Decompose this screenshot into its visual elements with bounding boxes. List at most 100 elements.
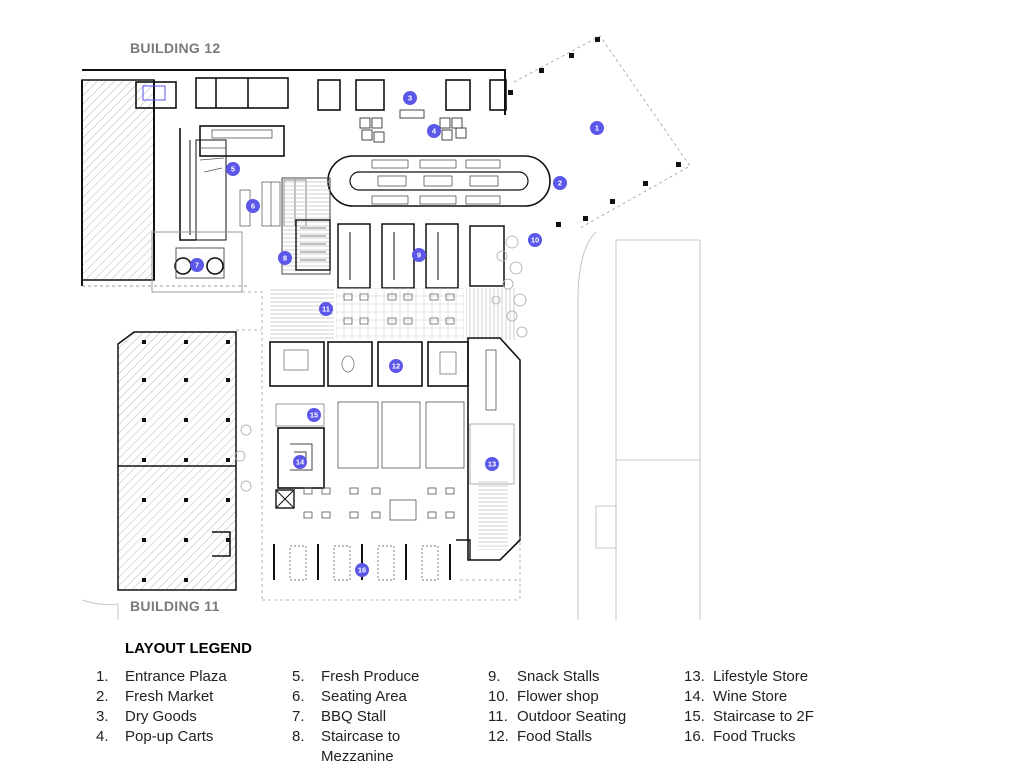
legend-number: 5.	[292, 668, 305, 685]
svg-text:8: 8	[283, 254, 287, 263]
fresh-market-counter	[327, 155, 551, 207]
legend-item: 1. Entrance Plaza	[96, 667, 286, 687]
legend-item: 2.Fresh Market	[96, 687, 286, 707]
legend-number: 13.	[684, 668, 705, 685]
marker-5: 5	[226, 162, 240, 176]
floor-plan: 1 2 3 4 5 6 7 8 9 10 11 12 13 14 15 16	[81, 35, 701, 620]
food-stalls	[269, 341, 469, 387]
legend-item: 14. Wine Store	[684, 687, 874, 707]
svg-text:11: 11	[322, 305, 330, 314]
legend-label: Snack Stalls	[517, 668, 600, 685]
building-12-warehouse	[81, 69, 506, 287]
legend-label: Food Stalls	[517, 728, 593, 745]
legend-label: Flower shop	[517, 688, 599, 705]
legend-label: Seating Area	[321, 688, 407, 705]
legend-label: Dry Goods	[125, 708, 197, 725]
lifestyle-store	[456, 337, 521, 561]
legend-label: Outdoor Seating	[517, 708, 627, 725]
marker-1: 1	[590, 121, 604, 135]
site-boundaries	[236, 35, 691, 601]
legend-number: 15.	[684, 708, 705, 725]
svg-text:14: 14	[296, 458, 305, 467]
legend-column-4: 13. Lifestyle Store 14. Wine Store 15. Stai…	[684, 667, 874, 747]
svg-text:7: 7	[195, 261, 199, 270]
legend-item: 3. Dry Goods	[96, 707, 286, 727]
building-12-label: BUILDING 12	[130, 40, 221, 56]
legend-item: 10.Flower shop	[488, 687, 678, 707]
legend-label: Wine Store	[713, 688, 788, 705]
legend-label: Staircase to 2F	[713, 708, 814, 725]
legend-number: 16.	[684, 728, 705, 745]
food-trucks	[289, 545, 439, 581]
legend-label: Food Trucks	[713, 728, 796, 745]
marker-12: 12	[389, 359, 403, 373]
svg-text:13: 13	[488, 460, 496, 469]
legend-title: LAYOUT LEGEND	[125, 640, 252, 657]
legend-label: Lifestyle Store	[713, 668, 809, 685]
legend-label: Entrance Plaza	[125, 668, 227, 685]
svg-text:16: 16	[358, 566, 366, 575]
marker-4: 4	[427, 124, 441, 138]
legend-number: 9.	[488, 668, 501, 685]
svg-text:2: 2	[558, 179, 562, 188]
popup-carts	[359, 109, 467, 143]
legend-item: 13. Lifestyle Store	[684, 667, 874, 687]
building-11-block	[117, 331, 237, 591]
marker-16: 16	[355, 563, 369, 577]
legend-label: BBQ Stall	[321, 708, 387, 725]
street-lines	[81, 231, 701, 620]
legend-number: 6.	[292, 688, 305, 705]
svg-text:10: 10	[531, 236, 539, 245]
building-12-service-rooms	[135, 77, 507, 293]
svg-text:5: 5	[231, 165, 235, 174]
food-truck-bollards	[273, 544, 451, 580]
marker-8: 8	[278, 251, 292, 265]
legend-number: 2.	[96, 688, 109, 705]
marker-2: 2	[553, 176, 567, 190]
svg-text:15: 15	[310, 411, 318, 420]
legend-label: Pop-up Carts	[125, 728, 214, 745]
marker-11: 11	[319, 302, 333, 316]
legend-item: 7. BBQ Stall	[292, 707, 482, 727]
svg-text:6: 6	[251, 202, 255, 211]
legend-number: 11.	[488, 708, 508, 725]
central-seating	[303, 401, 465, 521]
legend-item: 15. Staircase to 2F	[684, 707, 874, 727]
svg-text:1: 1	[595, 124, 599, 133]
legend-number: 14.	[684, 688, 705, 705]
legend-number: 12.	[488, 728, 509, 745]
marker-10: 10	[528, 233, 542, 247]
marker-6: 6	[246, 199, 260, 213]
legend-number: 3.	[96, 708, 109, 725]
building-11-label: BUILDING 11	[130, 598, 220, 614]
legend-item: 5. Fresh Produce	[292, 667, 482, 687]
marker-14: 14	[293, 455, 307, 469]
legend-number: 1.	[96, 668, 109, 685]
legend-item: 11. Outdoor Seating	[488, 707, 678, 727]
outdoor-seating	[270, 288, 516, 340]
legend-number: 4.	[96, 728, 109, 745]
legend-column-3: 9. Snack Stalls 10.Flower shop 11. Outdoor…	[488, 667, 678, 747]
legend-label: Fresh Produce	[321, 668, 420, 685]
legend-label: Staircase to Mezzanine	[321, 728, 401, 765]
legend-item: 8. Staircase to Mezzanine	[292, 727, 422, 767]
staircase-2f	[275, 403, 325, 509]
legend-item: 16. Food Trucks	[684, 727, 874, 747]
marker-7: 7	[190, 258, 204, 272]
legend-item: 4. Pop-up Carts	[96, 727, 286, 747]
legend-column-1: 1. Entrance Plaza 2.Fresh Market 3. Dry Go…	[96, 667, 286, 747]
marker-9: 9	[412, 248, 426, 262]
marker-13: 13	[485, 457, 499, 471]
legend-number: 8.	[292, 728, 305, 745]
marker-3: 3	[403, 91, 417, 105]
legend-item: 6. Seating Area	[292, 687, 482, 707]
legend-column-2: 5. Fresh Produce 6. Seating Area 7. BBQ Sta…	[292, 667, 482, 767]
legend-item: 12. Food Stalls	[488, 727, 678, 747]
svg-text:9: 9	[417, 251, 421, 260]
greenery	[234, 235, 528, 492]
svg-text:12: 12	[392, 362, 400, 371]
entrance-plaza-bollards	[508, 37, 681, 227]
legend-number: 7.	[292, 708, 305, 725]
svg-text:4: 4	[432, 127, 437, 136]
marker-15: 15	[307, 408, 321, 422]
